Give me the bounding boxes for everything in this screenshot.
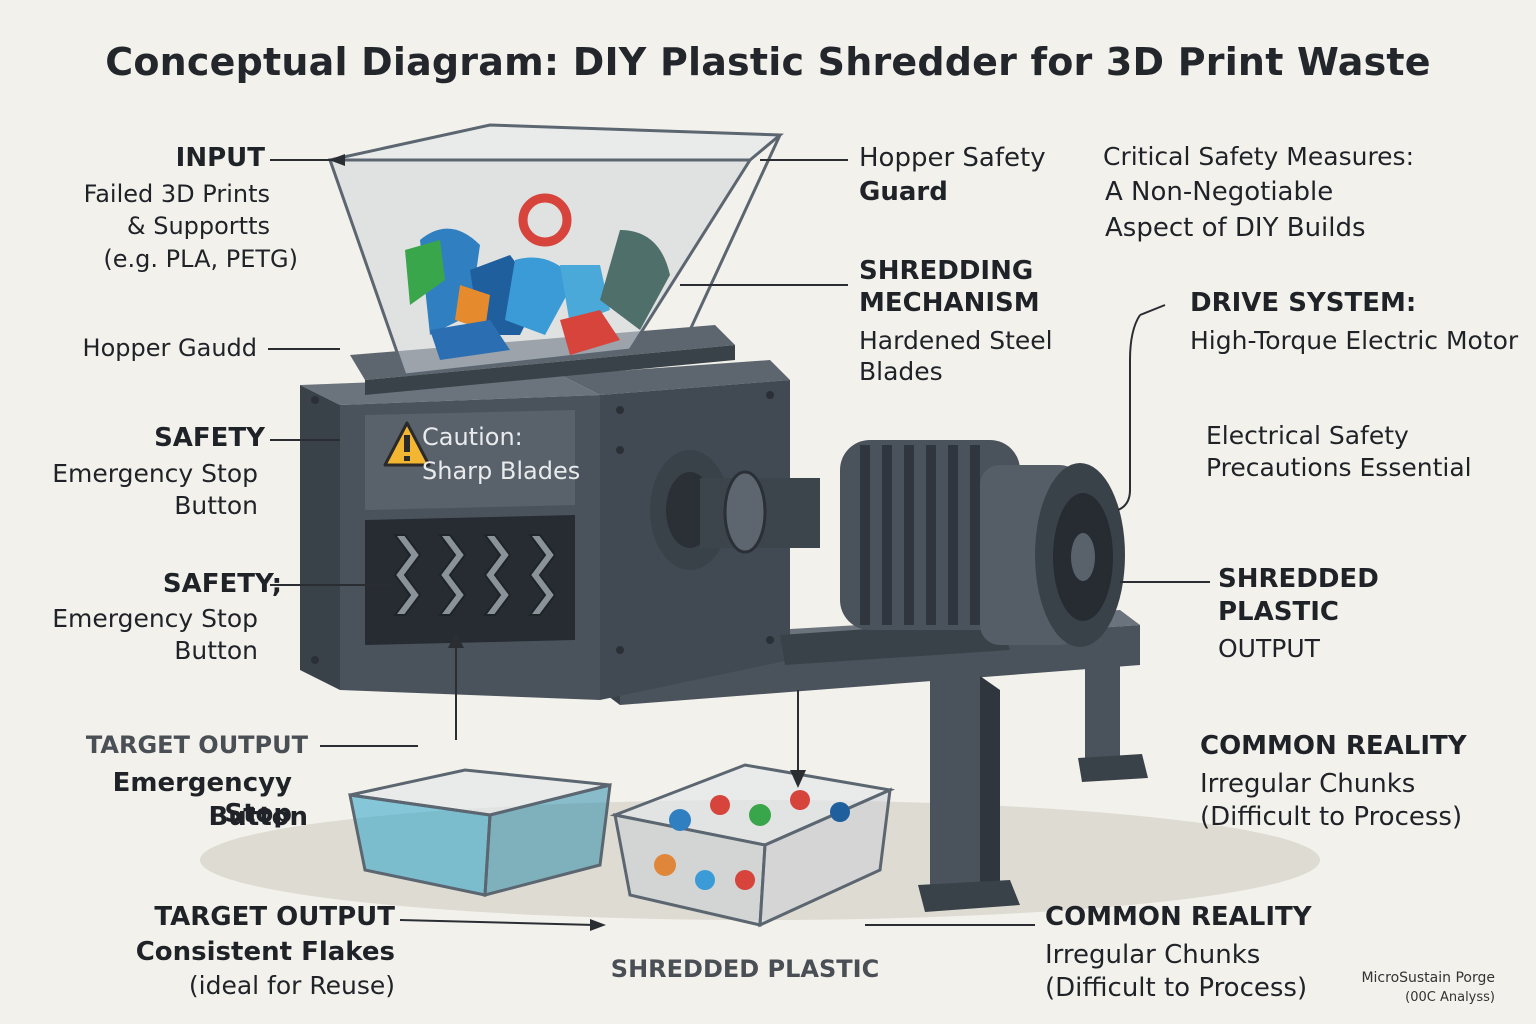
hopper-guard-label: Hopper Gaudd xyxy=(82,334,257,362)
shredded-output-heading2: PLASTIC xyxy=(1218,597,1339,627)
caution-line2: Sharp Blades xyxy=(422,457,581,485)
common-right-heading: COMMON REALITY xyxy=(1200,731,1467,761)
flakes-bin xyxy=(348,768,612,897)
credit-line2: (00C Analyss) xyxy=(1405,990,1495,1005)
critical-line1: Critical Safety Measures: xyxy=(1103,142,1414,171)
safety2-line2: Button xyxy=(174,636,258,665)
shredding-line1: Hardened Steel xyxy=(859,326,1053,355)
shredding-line2: Blades xyxy=(859,357,943,386)
right-arrow-icon xyxy=(590,919,606,931)
common-bottom-heading: COMMON REALITY xyxy=(1045,902,1312,932)
electrical-line1: Electrical Safety xyxy=(1206,421,1409,450)
common-right-line1: Irregular Chunks xyxy=(1200,769,1416,799)
input-line2: & Supportts xyxy=(126,212,270,240)
shredding-heading2: MECHANISM xyxy=(859,288,1040,318)
target1-line1: Emergencyy Stop xyxy=(112,768,292,830)
critical-line2: A Non-Negotiable xyxy=(1105,177,1334,207)
plastic-waste xyxy=(405,193,670,360)
drive-heading: DRIVE SYSTEM: xyxy=(1190,288,1417,318)
common-bottom-line2: (Difficult to Process) xyxy=(1045,973,1308,1003)
target1-line2: Button xyxy=(208,802,308,832)
input-heading: INPUT xyxy=(175,143,265,173)
safety1-line1: Emergency Stop xyxy=(52,459,258,488)
drive-line1: High-Torque Electric Motor xyxy=(1190,326,1519,355)
electric-motor xyxy=(780,440,1125,665)
drive-coupling xyxy=(650,450,820,570)
shredder-housing xyxy=(300,360,790,700)
common-bottom-line1: Irregular Chunks xyxy=(1045,940,1261,970)
safety1-line2: Button xyxy=(174,491,258,520)
leader-lines xyxy=(268,159,1210,926)
shredded-output-heading1: SHREDDED xyxy=(1218,564,1379,594)
target2-line1: Consistent Flakes xyxy=(135,937,395,967)
input-line1: Failed 3D Prints xyxy=(83,180,270,208)
caution-line1: Caution: xyxy=(422,423,523,451)
left-arrow-icon xyxy=(329,154,345,166)
shredder-blades xyxy=(393,534,557,616)
critical-line3: Aspect of DIY Builds xyxy=(1105,213,1366,243)
shredded-plastic-label: SHREDDED PLASTIC xyxy=(610,955,880,983)
safety1-heading: SAFETY xyxy=(154,423,265,453)
shredding-heading1: SHREDDING xyxy=(859,256,1034,286)
target2-line2: (ideal for Reuse) xyxy=(188,971,395,1000)
target1-heading: TARGET OUTPUT xyxy=(85,731,308,759)
hopper xyxy=(327,123,784,395)
credit-line1: MicroSustain Porge xyxy=(1361,970,1495,986)
hopper-safety-line2: Guard xyxy=(859,177,948,207)
safety2-heading: SAFETY; xyxy=(162,569,282,599)
up-arrow-icon xyxy=(448,632,464,648)
electrical-line2: Precautions Essential xyxy=(1206,453,1472,482)
page-title: Conceptual Diagram: DIY Plastic Shredder… xyxy=(105,40,1431,84)
target2-heading: TARGET OUTPUT xyxy=(154,902,395,932)
common-right-line2: (Difficult to Process) xyxy=(1200,802,1463,832)
safety2-line1: Emergency Stop xyxy=(52,604,258,633)
chunks-bin xyxy=(609,763,896,928)
down-arrow-icon xyxy=(790,770,806,788)
hopper-safety-line1: Hopper Safety xyxy=(859,143,1046,173)
input-line3: (e.g. PLA, PETG) xyxy=(103,245,298,273)
shredded-output-line1: OUTPUT xyxy=(1218,634,1320,663)
